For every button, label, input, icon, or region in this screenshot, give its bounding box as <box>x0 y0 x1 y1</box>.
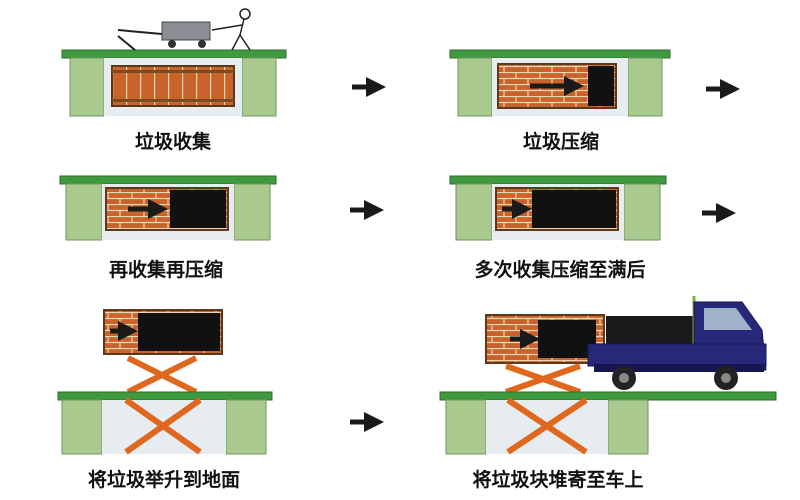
step4-pit <box>449 175 667 241</box>
step-5-caption: 将垃圾举升到地面 <box>87 469 240 491</box>
cart-icon <box>117 21 211 51</box>
step3-pit <box>59 175 277 241</box>
step2-pit <box>449 49 671 117</box>
truck-icon <box>587 296 767 390</box>
step1-pit <box>61 49 287 117</box>
step-6-caption: 将垃圾块堆寄至车上 <box>472 469 644 491</box>
step5-lift <box>57 309 273 455</box>
person-icon <box>211 8 251 51</box>
step6-unload <box>439 314 777 455</box>
step-1-caption: 垃圾收集 <box>134 131 211 153</box>
step-2-caption: 垃圾压缩 <box>522 131 599 153</box>
step-4-caption: 多次收集压缩至满后 <box>474 259 646 281</box>
step-3-caption: 再收集再压缩 <box>108 259 223 281</box>
